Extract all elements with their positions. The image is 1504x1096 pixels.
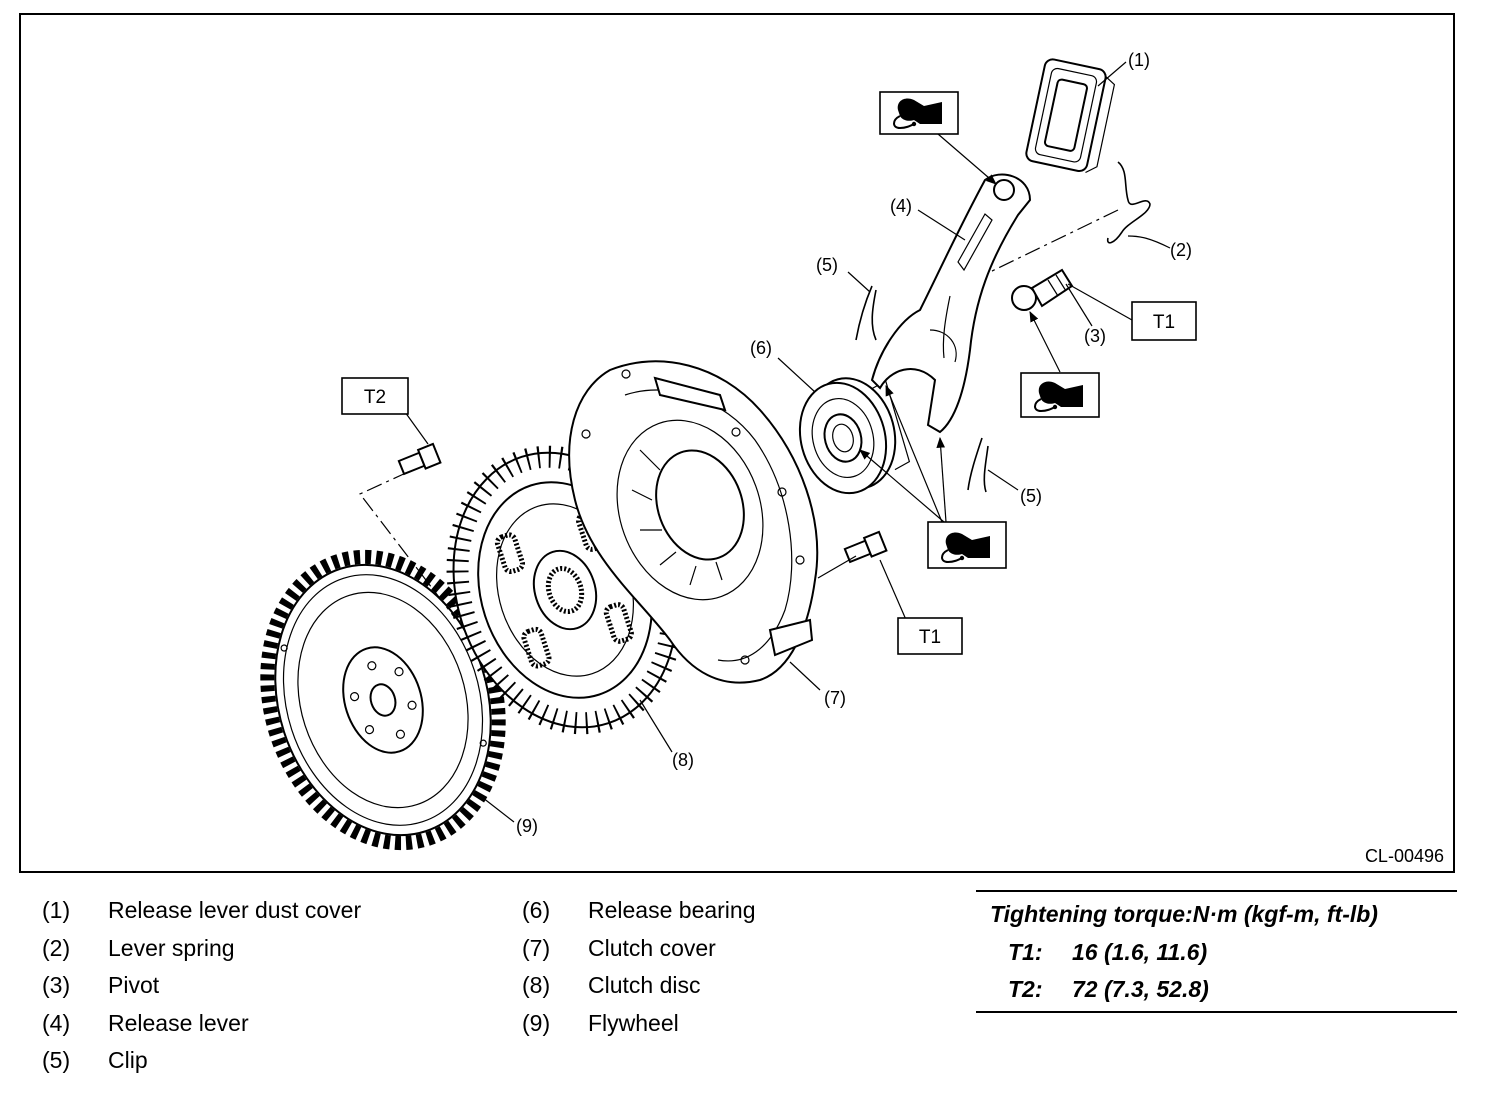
grease-icon [879, 91, 959, 135]
center-line-bolt [359, 471, 456, 619]
bolt-t1-part [843, 530, 888, 564]
dust-cover-part [1025, 58, 1116, 174]
figure-code: CL-00496 [1365, 846, 1444, 866]
clutch-exploded-diagram: T1 T1 T2 (1) (2) (3) (4) (5) (5) (6) (7)… [19, 13, 1455, 873]
callout-7: (7) [824, 688, 846, 708]
release-bearing-part [798, 377, 911, 495]
diagram-frame [19, 13, 1455, 873]
torque-spec-box: Tightening torque:N·m (kgf-m, ft-lb) T1:… [976, 890, 1457, 1013]
lever-spring-part [1106, 161, 1151, 244]
svg-text:T2: T2 [364, 387, 386, 408]
legend-item: (5)Clip [42, 1047, 148, 1073]
torque-spec-t2: T2:72 (7.3, 52.8) [1008, 976, 1209, 1002]
torque-tag-t1-cover: T1 [897, 617, 963, 655]
clip-part-lower [967, 437, 989, 493]
callout-1: (1) [1128, 50, 1150, 70]
torque-tag-t1-pivot: T1 [1131, 301, 1197, 341]
center-line-bolt-t1 [817, 555, 857, 579]
legend-item: (9)Flywheel [522, 1009, 679, 1036]
leader-lines [404, 61, 1171, 823]
callout-2: (2) [1170, 240, 1192, 260]
clip-part-upper [855, 285, 877, 341]
legend-left: (1)Release lever dust cover (2)Lever spr… [42, 892, 361, 1080]
legend-item: (1)Release lever dust cover [42, 897, 362, 923]
release-lever-part [870, 173, 1032, 434]
bolt-t2-part [397, 442, 442, 476]
svg-text:T1: T1 [919, 627, 941, 648]
callout-9: (9) [516, 816, 538, 836]
torque-tag-t2-flywheel: T2 [341, 377, 409, 415]
svg-text:T1: T1 [1153, 312, 1175, 333]
flywheel-part [260, 549, 506, 851]
legend-item: (3)Pivot [42, 972, 160, 998]
callout-6: (6) [750, 338, 772, 358]
legend-item: (4)Release lever [42, 1009, 249, 1036]
clutch-cover-part [568, 360, 819, 684]
callout-3: (3) [1084, 326, 1106, 346]
pivot-part [1011, 268, 1074, 311]
legend-item: (2)Lever spring [42, 934, 235, 961]
grease-icon [927, 521, 1007, 569]
torque-spec-t1: T1:16 (1.6, 11.6) [1008, 938, 1208, 965]
legend-item: (8)Clutch disc [522, 972, 701, 998]
legend-item: (7)Clutch cover [522, 934, 716, 961]
torque-title: Tightening torque:N·m (kgf-m, ft-lb) [990, 901, 1378, 927]
grease-icon [1020, 372, 1100, 418]
callout-4: (4) [890, 196, 912, 216]
grease-arrows [859, 133, 1061, 523]
center-line-spring [989, 209, 1119, 273]
callout-5-lower: (5) [1020, 486, 1042, 506]
callout-5-upper: (5) [816, 255, 838, 275]
callout-8: (8) [672, 750, 694, 770]
legend-item: (6)Release bearing [522, 897, 756, 923]
legend-right: (6)Release bearing (7)Clutch cover (8)Cl… [522, 892, 756, 1042]
